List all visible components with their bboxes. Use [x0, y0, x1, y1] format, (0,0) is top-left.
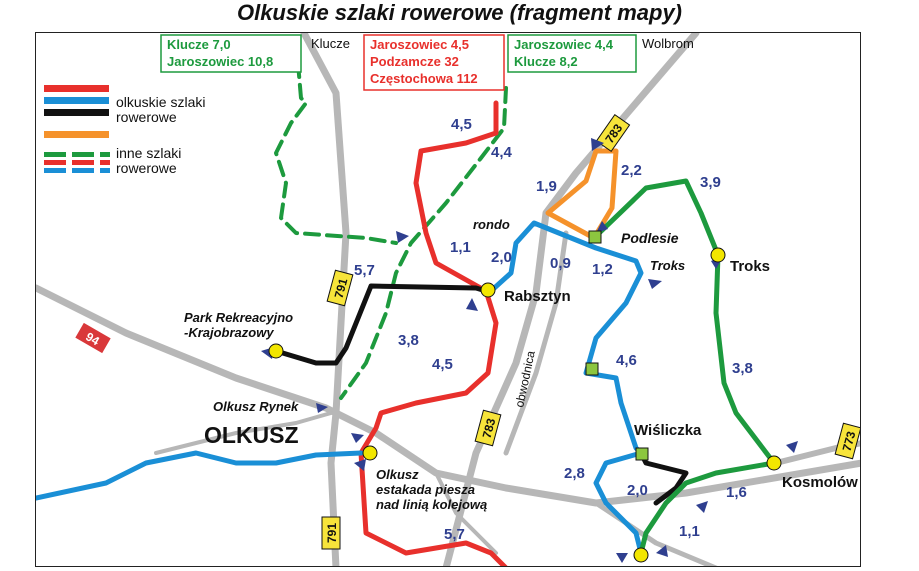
distance-label: 1,6: [726, 484, 747, 501]
place-label-klucze: Klucze: [311, 36, 350, 51]
place-label-rondo: rondo: [473, 217, 510, 232]
road-klucze: [300, 33, 350, 566]
legend-inne-swatches: [44, 152, 110, 173]
distance-label: 2,0: [627, 482, 648, 499]
road-connector: [434, 471, 498, 555]
arrow-icon: [656, 545, 668, 557]
distance-label: 1,2: [592, 261, 613, 278]
arrow-icon: [616, 553, 628, 563]
road-sign-783-north: 783: [595, 114, 631, 152]
markers: [268, 230, 782, 563]
legend-red-swatch: [44, 85, 109, 92]
legend-orange-swatch: [44, 131, 109, 138]
marker-kosmolow: [766, 455, 782, 471]
distance-label: 1,9: [536, 178, 557, 195]
arrow-icon: [648, 279, 662, 289]
place-label-park: Park Rekreacyjno-Krajobrazowy: [184, 310, 293, 340]
marker-troks: [710, 247, 726, 263]
road-sign-773-text: 773: [840, 429, 859, 452]
trail-green-dashed-west: [274, 61, 398, 245]
road-94: [36, 284, 860, 507]
place-label-troks-italic: Troks: [650, 258, 685, 273]
trail-green-solid-east: [591, 178, 777, 556]
road-sign-791-north: 791: [326, 269, 354, 307]
distance-label: 4,4: [491, 144, 513, 161]
road-sign-783-south-text: 783: [480, 416, 499, 439]
place-label-wolbrom: Wolbrom: [642, 36, 694, 51]
distance-label: 3,9: [700, 174, 721, 191]
distance-labels: 4,5 4,4 1,1 2,0 0,9 1,2 1,9 2,2 3,9 5,7 …: [354, 116, 753, 543]
arrow-icon: [396, 231, 409, 243]
distance-label: 2,8: [564, 465, 585, 482]
trails: [36, 61, 777, 566]
road-olkusz-west: [154, 411, 333, 455]
road-sign-773: 773: [834, 422, 860, 460]
distance-label: 1,1: [450, 239, 471, 256]
place-label-olkusz-rynek: Olkusz Rynek: [213, 399, 299, 414]
distance-label: 1,1: [679, 523, 700, 540]
marker-rabsztyn: [480, 282, 496, 298]
road-sign-791-south-text: 791: [325, 523, 339, 543]
distance-label: 4,5: [432, 356, 453, 373]
road-sign-94-text: 94: [83, 329, 102, 348]
distance-label: 4,6: [616, 352, 637, 369]
trail-black-park: [273, 283, 489, 366]
place-label-podlesie: Podlesie: [621, 230, 679, 246]
distance-label: 3,8: [732, 360, 753, 377]
road-sign-791-south: 791: [321, 516, 341, 550]
distance-label: 2,0: [491, 249, 512, 266]
distance-label: 0,9: [550, 255, 571, 272]
arrow-icon: [591, 138, 604, 151]
trail-green-dashed-central: [339, 86, 508, 400]
marker-blue-midway: [585, 362, 599, 376]
road-obwodnica: [503, 230, 569, 456]
road-sign-94: 94: [73, 321, 113, 355]
distance-label: 3,8: [398, 332, 419, 349]
map-title: Olkuskie szlaki rowerowe (fragment mapy): [236, 0, 683, 25]
marker-olkusz-estakada: [362, 445, 378, 461]
legend-blue-swatch: [44, 97, 109, 104]
distance-label: 5,7: [354, 262, 375, 279]
marker-wisliczka: [635, 447, 649, 461]
distance-label: 2,2: [621, 162, 642, 179]
distance-label: 5,7: [444, 526, 465, 543]
arrow-icon: [351, 433, 364, 443]
arrow-icon: [316, 403, 328, 413]
place-label-kosmolow: Kosmolów: [782, 474, 858, 491]
arrow-icon: [466, 298, 478, 311]
marker-south: [633, 547, 649, 563]
place-label-troks: Troks: [730, 258, 770, 275]
marker-park: [268, 343, 284, 359]
distance-label: 4,5: [451, 116, 472, 133]
arrow-icon: [786, 441, 798, 453]
arrow-icon: [596, 221, 608, 233]
place-label-olkusz: OLKUSZ: [204, 422, 299, 448]
road-wolbrom: [442, 33, 700, 566]
arrow-icon: [696, 501, 708, 513]
marker-podlesie: [588, 230, 602, 244]
place-label-wisliczka: Wiśliczka: [634, 422, 702, 439]
road-sign-791-north-text: 791: [332, 276, 351, 299]
trail-red: [358, 100, 508, 566]
arrow-icon: [354, 459, 366, 471]
legend-black-swatch: [44, 109, 109, 116]
road-sign-783-south: 783: [474, 409, 502, 447]
place-label-rabsztyn: Rabsztyn: [504, 288, 571, 305]
trail-blue: [36, 220, 644, 556]
